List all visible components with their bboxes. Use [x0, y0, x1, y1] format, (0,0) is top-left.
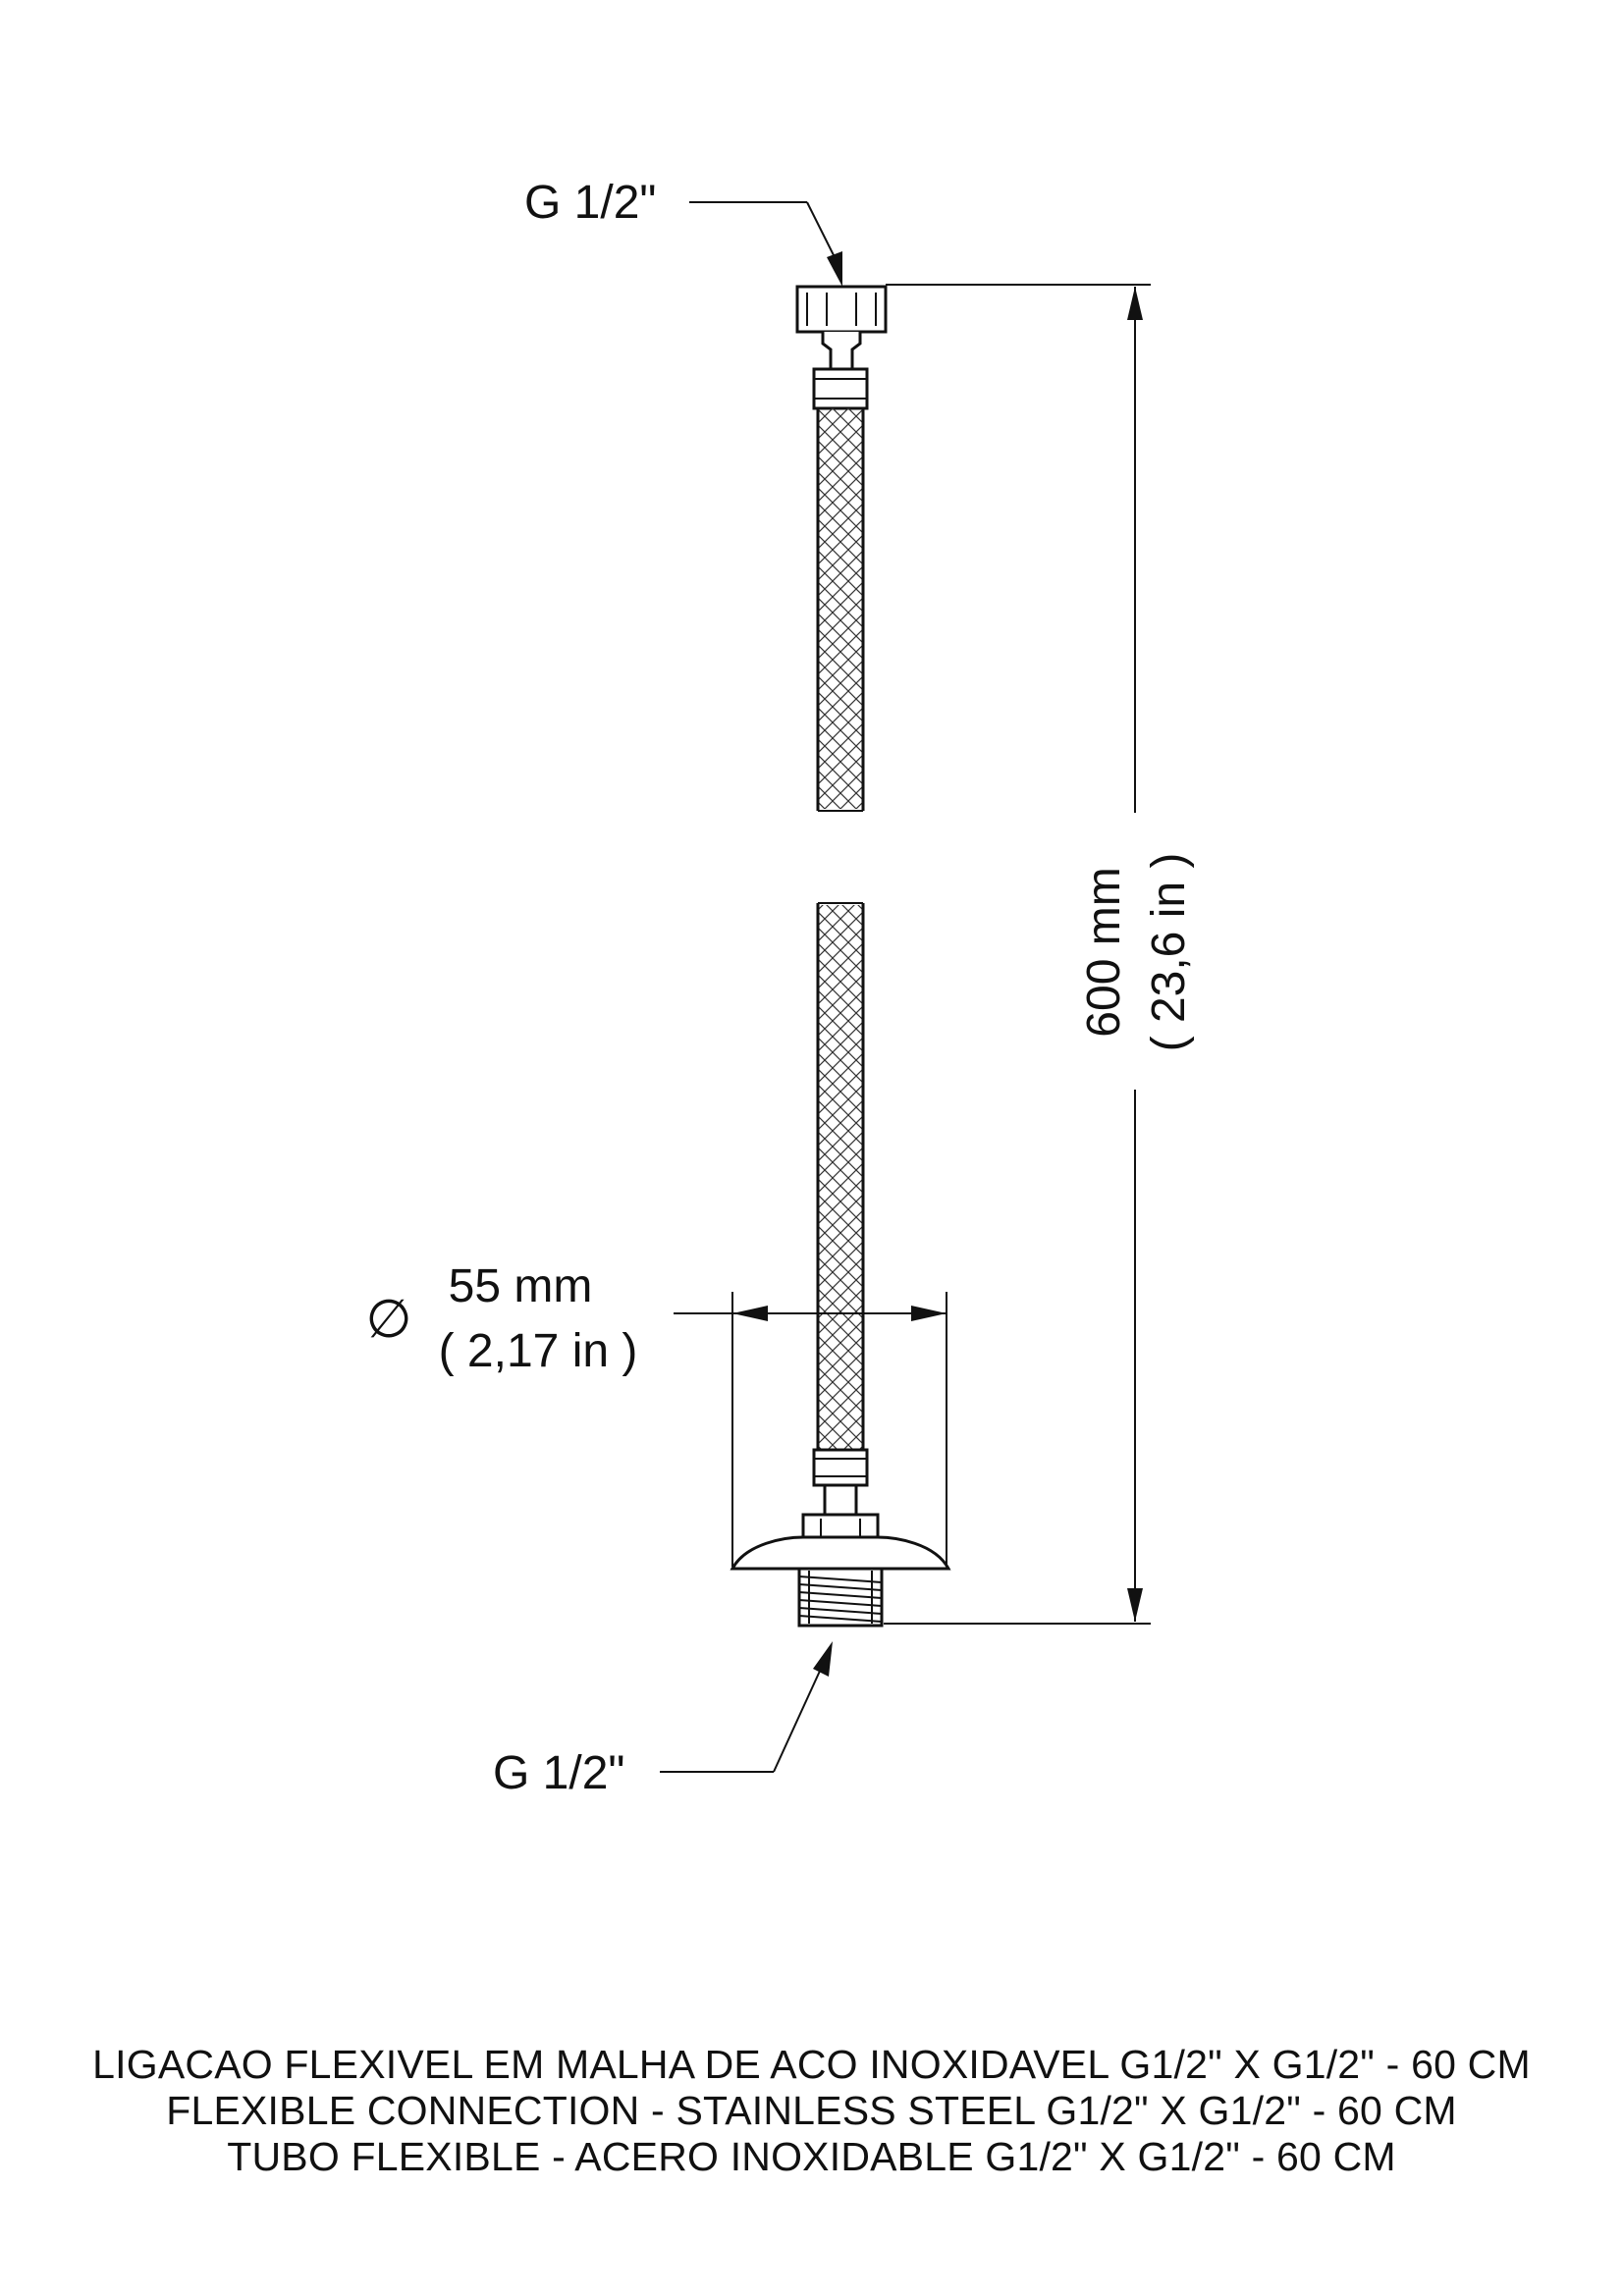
length-arrow-top: [1127, 287, 1143, 320]
length-arrow-bottom: [1127, 1588, 1143, 1622]
top-nut: [795, 285, 888, 334]
bottom-thread: [797, 1567, 884, 1628]
diameter-dimension: [674, 1292, 947, 1567]
top-thread-arrow: [827, 251, 842, 287]
length-mm-label: 600 mm: [1078, 867, 1130, 1037]
top-thread-leader: [689, 201, 836, 258]
diameter-mm-label: 55 mm: [449, 1260, 593, 1312]
caption-english: FLEXIBLE CONNECTION - STAINLESS STEEL G1…: [166, 2088, 1457, 2133]
bottom-thread-label: G 1/2": [493, 1747, 624, 1799]
bottom-stem: [823, 1483, 858, 1517]
top-thread-label: G 1/2": [524, 177, 656, 229]
hose-lower: [816, 902, 865, 1450]
hose-upper: [816, 408, 865, 812]
length-in-label: ( 23,6 in ): [1143, 853, 1195, 1052]
length-dimension: [884, 284, 1151, 1625]
caption-block: LIGACAO FLEXIVEL EM MALHA DE ACO INOXIDA…: [0, 2042, 1623, 2180]
bottom-thread-arrow: [813, 1641, 833, 1677]
bottom-thread-leader: [660, 1668, 822, 1773]
diameter-symbol: ∅: [365, 1290, 411, 1349]
caption-portuguese: LIGACAO FLEXIVEL EM MALHA DE ACO INOXIDA…: [92, 2042, 1531, 2087]
diameter-in-label: ( 2,17 in ): [439, 1325, 638, 1377]
escutcheon-flange: [730, 1535, 951, 1571]
caption-spanish: TUBO FLEXIBLE - ACERO INOXIDABLE G1/2" X…: [227, 2134, 1396, 2179]
top-ferrule: [812, 367, 869, 410]
top-stem: [821, 332, 862, 371]
bottom-ferrule: [812, 1448, 869, 1487]
diameter-arrow-right: [911, 1306, 947, 1321]
diameter-arrow-left: [732, 1306, 768, 1321]
